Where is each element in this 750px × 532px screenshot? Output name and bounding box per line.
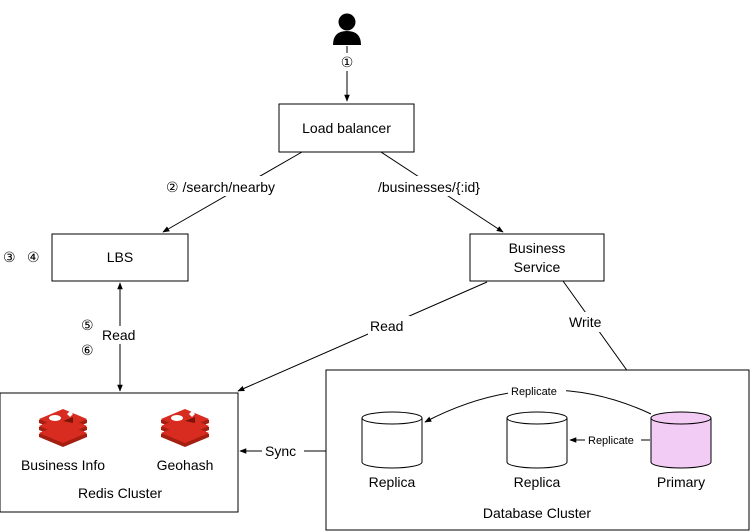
step-6-label: ⑥ [81,342,94,358]
replicate-label-right: Replicate [588,435,634,447]
lbs-label: LBS [107,249,133,265]
redis-cluster-box [0,392,239,513]
read-label-business-service: Read [370,318,403,334]
database-cluster-label: Database Cluster [483,505,592,521]
replica-2-label: Replica [514,474,561,490]
edge-business-service-to-redis [237,281,488,392]
write-label: Write [569,314,602,330]
geohash-label: Geohash [157,457,214,473]
lbs-box [51,233,189,282]
read-label-lbs: Read [102,327,135,343]
primary-cylinder [650,411,712,469]
replica-1-label: Replica [369,474,416,490]
redis-cluster-label: Redis Cluster [78,485,162,501]
load-balancer-box [278,103,415,153]
search-nearby-label: ② /search/nearby [166,179,275,195]
replica-2-cylinder [506,411,568,469]
primary-label: Primary [657,474,705,490]
sync-label: Sync [265,443,296,459]
business-info-label: Business Info [21,457,105,473]
step-4-label: ④ [27,249,40,265]
step-5-label: ⑤ [81,317,94,333]
step-1-label: ① [341,54,354,70]
business-service-box [469,233,605,282]
business-service-label-line2: Service [514,259,561,275]
businesses-id-label: /businesses/{:id} [378,179,480,195]
business-service-label-line1: Business [509,240,566,256]
step-3-label: ③ [3,249,16,265]
replicate-label-top: Replicate [511,386,557,398]
load-balancer-label: Load balancer [302,120,391,136]
user-icon [333,13,361,45]
replica-1-cylinder [361,411,423,469]
